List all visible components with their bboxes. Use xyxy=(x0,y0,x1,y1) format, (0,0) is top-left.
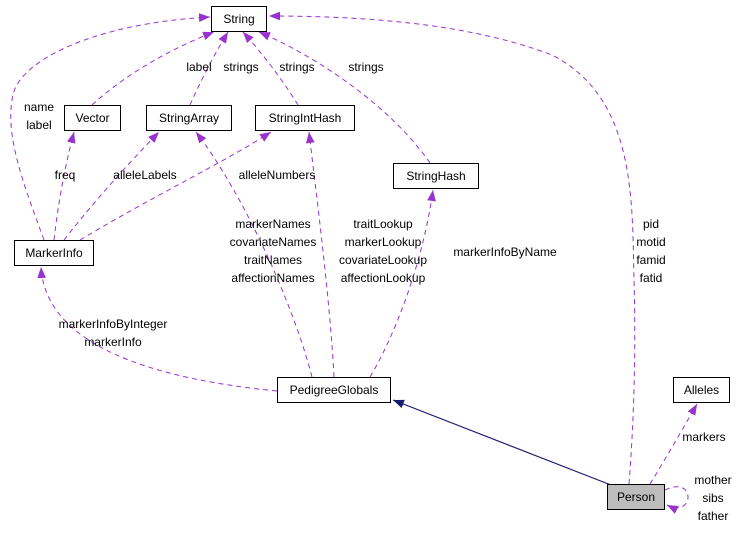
node-stringinthash[interactable]: StringIntHash xyxy=(255,105,355,131)
edge-label-freq: freq xyxy=(54,168,76,182)
node-pedigreeglobals[interactable]: PedigreeGlobals xyxy=(277,377,391,403)
edge-label-markerinfobyname: markerInfoByName xyxy=(453,245,557,259)
edge-stringhash-to-string xyxy=(258,31,431,164)
edge-label-mother-block: mother sibs father xyxy=(694,473,732,523)
edge-label-label: label xyxy=(186,60,212,74)
node-stringarray[interactable]: StringArray xyxy=(146,105,232,131)
node-string[interactable]: String xyxy=(211,6,267,32)
edge-label-lookup-block: traitLookup markerLookup covariateLookup… xyxy=(338,217,428,285)
edge-label-allelelabels: alleleLabels xyxy=(113,168,177,182)
edge-markerinfo-to-stringarray xyxy=(63,131,160,241)
edge-pedigreeglobals-to-stringarray xyxy=(195,131,313,378)
node-person: Person xyxy=(607,484,665,510)
node-stringhash[interactable]: StringHash xyxy=(393,163,479,189)
edge-person-inherits-pedigreeglobals xyxy=(392,399,612,486)
node-alleles[interactable]: Alleles xyxy=(673,377,730,403)
edge-pedigreeglobals-to-markerinfo xyxy=(37,266,278,392)
node-vector[interactable]: Vector xyxy=(64,105,121,131)
edge-label-names-block: markerNames covariateNames traitNames af… xyxy=(229,217,317,285)
edge-pedigreeglobals-to-stringinthash xyxy=(305,131,335,378)
edge-markerinfo-to-stringinthash xyxy=(79,131,272,241)
edge-label-strings-2: strings xyxy=(279,60,315,74)
edge-markerinfo-to-string xyxy=(10,13,211,241)
edge-label-strings-1: strings xyxy=(223,60,259,74)
edge-vector-to-string xyxy=(91,31,215,106)
edge-label-markerinfobyinteger: markerInfoByInteger markerInfo xyxy=(58,317,168,349)
edge-person-self-loop xyxy=(664,486,689,514)
edge-person-to-alleles xyxy=(649,403,698,485)
edge-pedigreeglobals-to-stringhash xyxy=(369,189,436,378)
node-markerinfo[interactable]: MarkerInfo xyxy=(14,240,94,266)
edge-label-pid-block: pid motid famid fatid xyxy=(636,217,666,285)
edge-stringarray-to-string xyxy=(189,31,229,106)
edge-label-strings-3: strings xyxy=(348,60,384,74)
edge-label-name-label: name label xyxy=(23,100,55,132)
edge-person-to-string xyxy=(268,11,636,485)
edge-markerinfo-to-vector xyxy=(53,131,76,241)
edge-stringinthash-to-string xyxy=(242,31,299,106)
edge-label-allelenumbers: alleleNumbers xyxy=(238,168,316,182)
edge-label-markers: markers xyxy=(682,430,726,444)
